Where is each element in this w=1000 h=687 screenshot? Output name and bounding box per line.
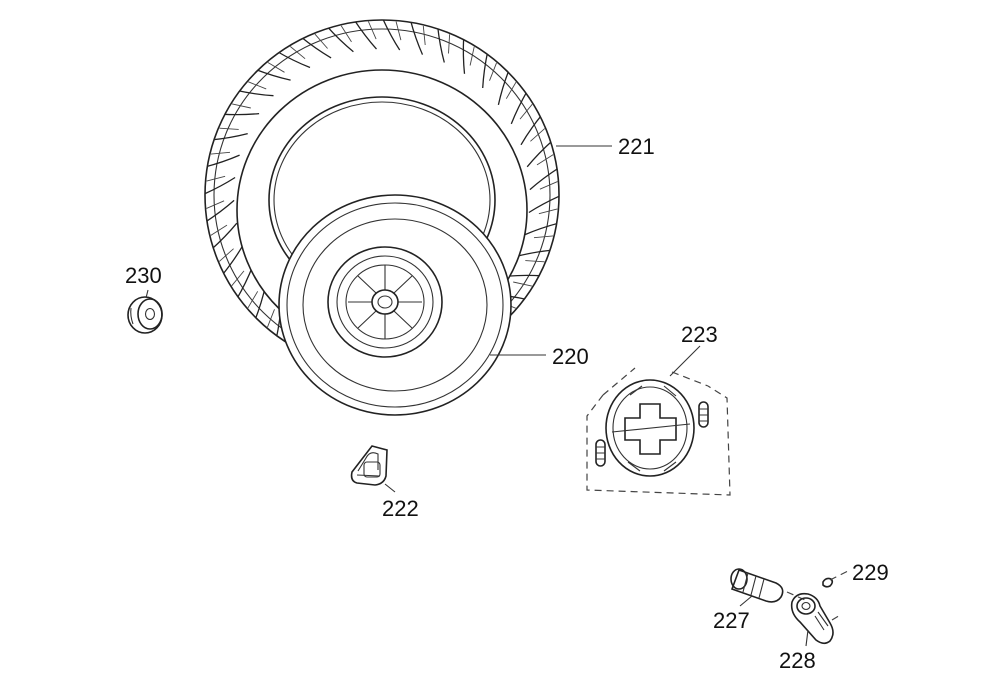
callout-229: 229: [852, 560, 889, 585]
callout-227: 227: [713, 608, 750, 633]
wheel-spokes: [348, 265, 422, 339]
wheel-axle-hole: [371, 289, 399, 315]
callout-221: 221: [618, 134, 655, 159]
pin-part: [822, 570, 849, 588]
callout-220: 220: [552, 344, 589, 369]
brake-assembly: [586, 367, 731, 496]
callout-223: 223: [681, 322, 718, 347]
leader-222: [384, 483, 396, 493]
brake-springs: [595, 401, 709, 467]
leader-lines: [145, 145, 809, 647]
leader-223: [669, 345, 701, 377]
leader-230: [145, 289, 149, 299]
callout-labels: 221 220 223 230 222 229 227 228: [125, 134, 889, 673]
brake-shoes: [605, 379, 695, 477]
wheel-hub-outer: [327, 246, 443, 358]
cam-shaft-part: [730, 568, 806, 603]
washer-part: [127, 296, 163, 334]
callout-222: 222: [382, 496, 419, 521]
valve-part: [350, 445, 388, 486]
leader-227: [739, 595, 753, 607]
leader-228: [805, 629, 809, 647]
callout-230: 230: [125, 263, 162, 288]
wheel-rim: [278, 194, 512, 416]
brake-arm-part: [790, 592, 843, 645]
callout-228: 228: [779, 648, 816, 673]
